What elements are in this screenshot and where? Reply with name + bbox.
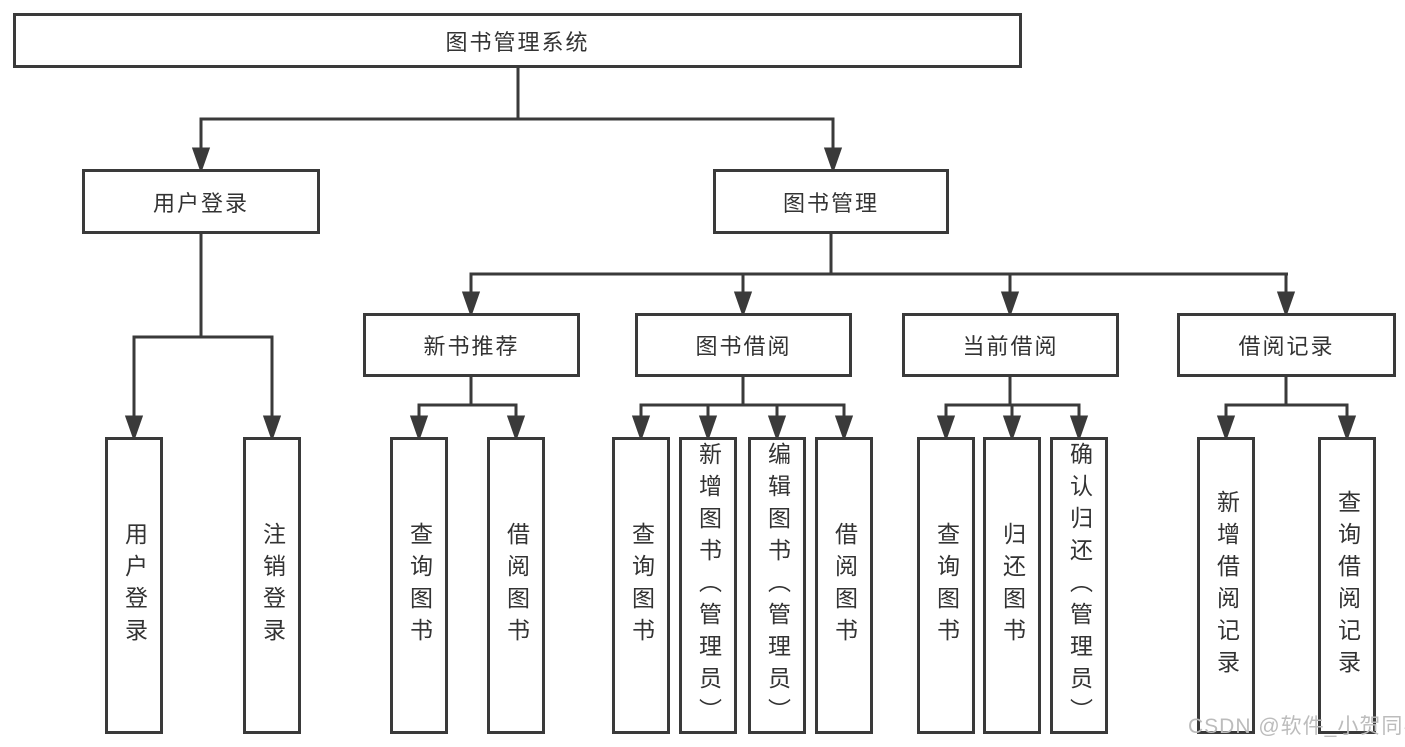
leaf-query-books-current: 查询图书 (917, 437, 975, 734)
leaf-borrow-books-recommend: 借阅图书 (487, 437, 545, 734)
arrowhead-book-management (823, 147, 843, 174)
node-book-management: 图书管理 (713, 169, 949, 234)
arrowhead-user-login (191, 147, 211, 174)
arrowhead-g3-leaf3 (767, 415, 787, 442)
arrowhead-g5-leaf2 (1337, 415, 1357, 442)
arrowhead-g5-leaf1 (1216, 415, 1236, 442)
leaf-return-books: 归还图书 (983, 437, 1041, 734)
leaf-add-book-admin: 新增图书（管理员） (679, 437, 737, 734)
leaf-query-books-borrow: 查询图书 (612, 437, 670, 734)
arrowhead-g3-leaf1 (631, 415, 651, 442)
arrowhead-g2-leaf2 (506, 415, 526, 442)
leaf-logout: 注销登录 (243, 437, 301, 734)
arrowhead-borrow-records (1276, 291, 1296, 318)
arrowhead-g4-leaf2 (1002, 415, 1022, 442)
node-new-book-recommend: 新书推荐 (363, 313, 580, 377)
arrowhead-new-book (461, 291, 481, 318)
arrowhead-login-leaf (124, 415, 144, 442)
arrowhead-g3-leaf2 (698, 415, 718, 442)
node-user-login: 用户登录 (82, 169, 320, 234)
node-current-borrow: 当前借阅 (902, 313, 1119, 377)
leaf-query-books-recommend: 查询图书 (390, 437, 448, 734)
node-borrow-records: 借阅记录 (1177, 313, 1396, 377)
arrowhead-g2-leaf1 (409, 415, 429, 442)
arrowhead-book-borrow (733, 291, 753, 318)
leaf-user-login: 用户登录 (105, 437, 163, 734)
arrowhead-g3-leaf4 (834, 415, 854, 442)
arrowhead-g4-leaf3 (1069, 415, 1089, 442)
node-root: 图书管理系统 (13, 13, 1022, 68)
arrowhead-logout-leaf (262, 415, 282, 442)
leaf-add-borrow-record: 新增借阅记录 (1197, 437, 1255, 734)
leaf-query-borrow-record: 查询借阅记录 (1318, 437, 1376, 734)
leaf-confirm-return-admin: 确认归还（管理员） (1050, 437, 1108, 734)
leaf-edit-book-admin: 编辑图书（管理员） (748, 437, 806, 734)
watermark: CSDN @软件_小贺同学 (1188, 715, 1405, 738)
arrowhead-current-borrow (1000, 291, 1020, 318)
arrowhead-g4-leaf1 (936, 415, 956, 442)
leaf-borrow-books: 借阅图书 (815, 437, 873, 734)
node-book-borrow: 图书借阅 (635, 313, 852, 377)
